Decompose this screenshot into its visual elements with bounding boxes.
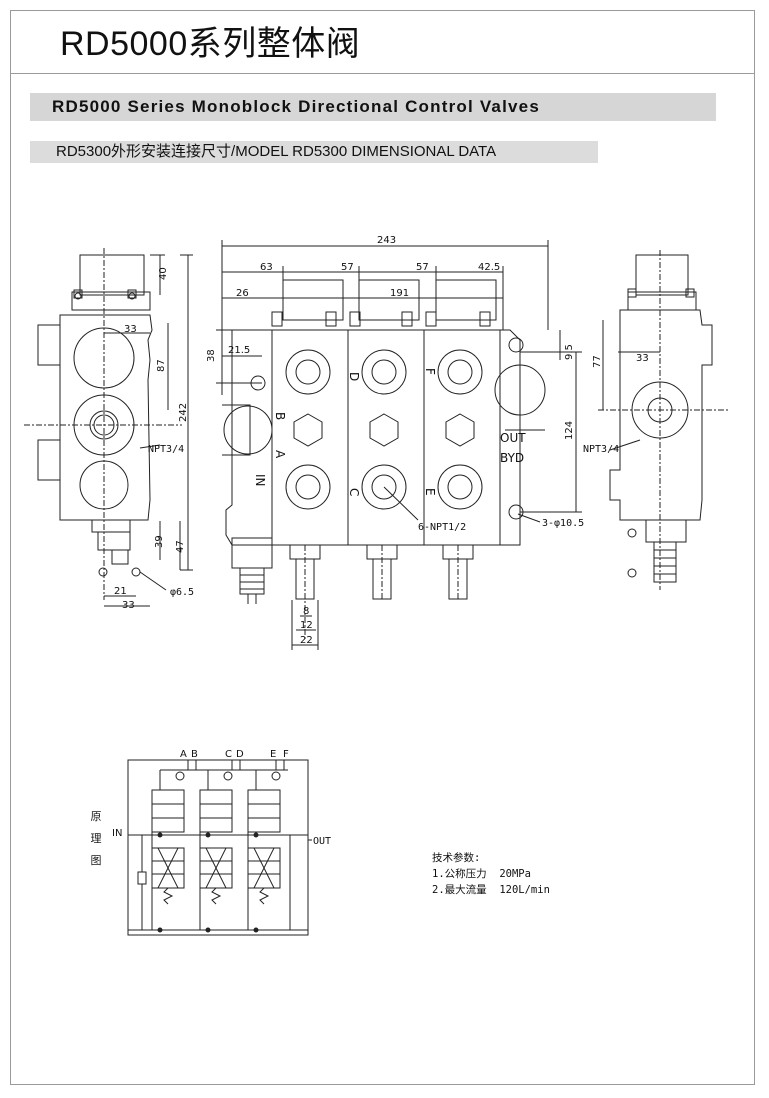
specs-heading: 技术参数:	[432, 852, 481, 864]
spec-row-flow: 2.最大流量 120L/min	[432, 882, 550, 898]
left-hole-callout: φ6.5	[170, 587, 194, 598]
front-view	[216, 240, 582, 650]
left-dim-47: 47	[175, 540, 186, 553]
front-dim-57-b: 57	[416, 262, 429, 273]
left-dim-87: 87	[156, 359, 167, 372]
front-dim-38: 38	[206, 349, 217, 362]
technical-specs: 技术参数: 1.公称压力 20MPa 2.最大流量 120L/min	[432, 850, 550, 898]
schematic-port-e: E	[270, 749, 276, 760]
port-label-b: B	[273, 412, 287, 420]
port-label-c: C	[347, 488, 361, 496]
left-dim-33-bottom: 33	[122, 600, 135, 611]
front-dim-12: 12	[300, 620, 313, 631]
schematic-out-label: OUT	[313, 836, 331, 847]
schematic-port-c: C	[225, 749, 232, 760]
front-dim-42-5: 42.5	[478, 262, 500, 273]
title-divider	[10, 73, 755, 74]
port-label-in: IN	[253, 474, 267, 487]
right-thread-callout: NPT3/4	[583, 444, 619, 455]
left-thread-callout: NPT3/4	[148, 444, 184, 455]
front-dim-63: 63	[260, 262, 273, 273]
left-dim-39: 39	[154, 535, 165, 548]
front-dim-9-5: 9.5	[564, 344, 575, 360]
page-title: RD5000系列整体阀	[60, 25, 361, 63]
schematic-side-label-2: 理	[90, 832, 102, 845]
front-dim-8: 8	[303, 606, 309, 617]
schematic-in-label: IN	[112, 828, 122, 839]
front-dim-191: 191	[390, 288, 409, 299]
front-out-label: OUT	[500, 431, 526, 445]
schematic-port-d: D	[236, 749, 244, 760]
front-dim-57-a: 57	[341, 262, 354, 273]
schematic-port-b: B	[191, 749, 198, 760]
left-dim-21: 21	[114, 586, 127, 597]
left-dim-33-top: 33	[124, 324, 137, 335]
hydraulic-schematic	[127, 759, 312, 936]
right-dim-77: 77	[592, 355, 603, 368]
spec-label: 2.最大流量	[432, 884, 487, 896]
page-frame	[10, 10, 755, 1085]
port-label-d: D	[347, 372, 361, 381]
spec-row-pressure: 1.公称压力 20MPa	[432, 866, 550, 882]
schematic-side-label-3: 图	[90, 854, 102, 867]
front-thread-callout: 6-NPT1/2	[418, 522, 466, 533]
schematic-port-a: A	[180, 749, 187, 760]
front-brand-label: BYD	[500, 451, 524, 465]
left-dim-242: 242	[178, 403, 189, 422]
series-banner: RD5000 Series Monoblock Directional Cont…	[30, 93, 716, 121]
port-label-a: A	[273, 450, 287, 459]
left-dim-40: 40	[158, 267, 169, 280]
front-dim-22: 22	[300, 635, 313, 646]
left-side-view	[24, 248, 193, 607]
right-dim-33: 33	[636, 353, 649, 364]
spec-value: 20MPa	[499, 868, 531, 880]
front-dim-26: 26	[236, 288, 249, 299]
schematic-port-f: F	[283, 749, 289, 760]
schematic-side-label-1: 原	[90, 810, 102, 823]
spec-value: 120L/min	[499, 884, 550, 896]
port-label-e: E	[423, 488, 437, 496]
front-hole-callout: 3-φ10.5	[542, 518, 584, 529]
spec-label: 1.公称压力	[432, 868, 487, 880]
model-subtitle: RD5300外形安装连接尺寸/MODEL RD5300 DIMENSIONAL …	[30, 141, 598, 163]
front-dim-243: 243	[377, 235, 396, 246]
front-dim-21-5: 21.5	[228, 345, 250, 356]
front-dim-124: 124	[564, 421, 575, 440]
right-side-view	[598, 250, 730, 590]
port-label-f: F	[423, 368, 437, 375]
